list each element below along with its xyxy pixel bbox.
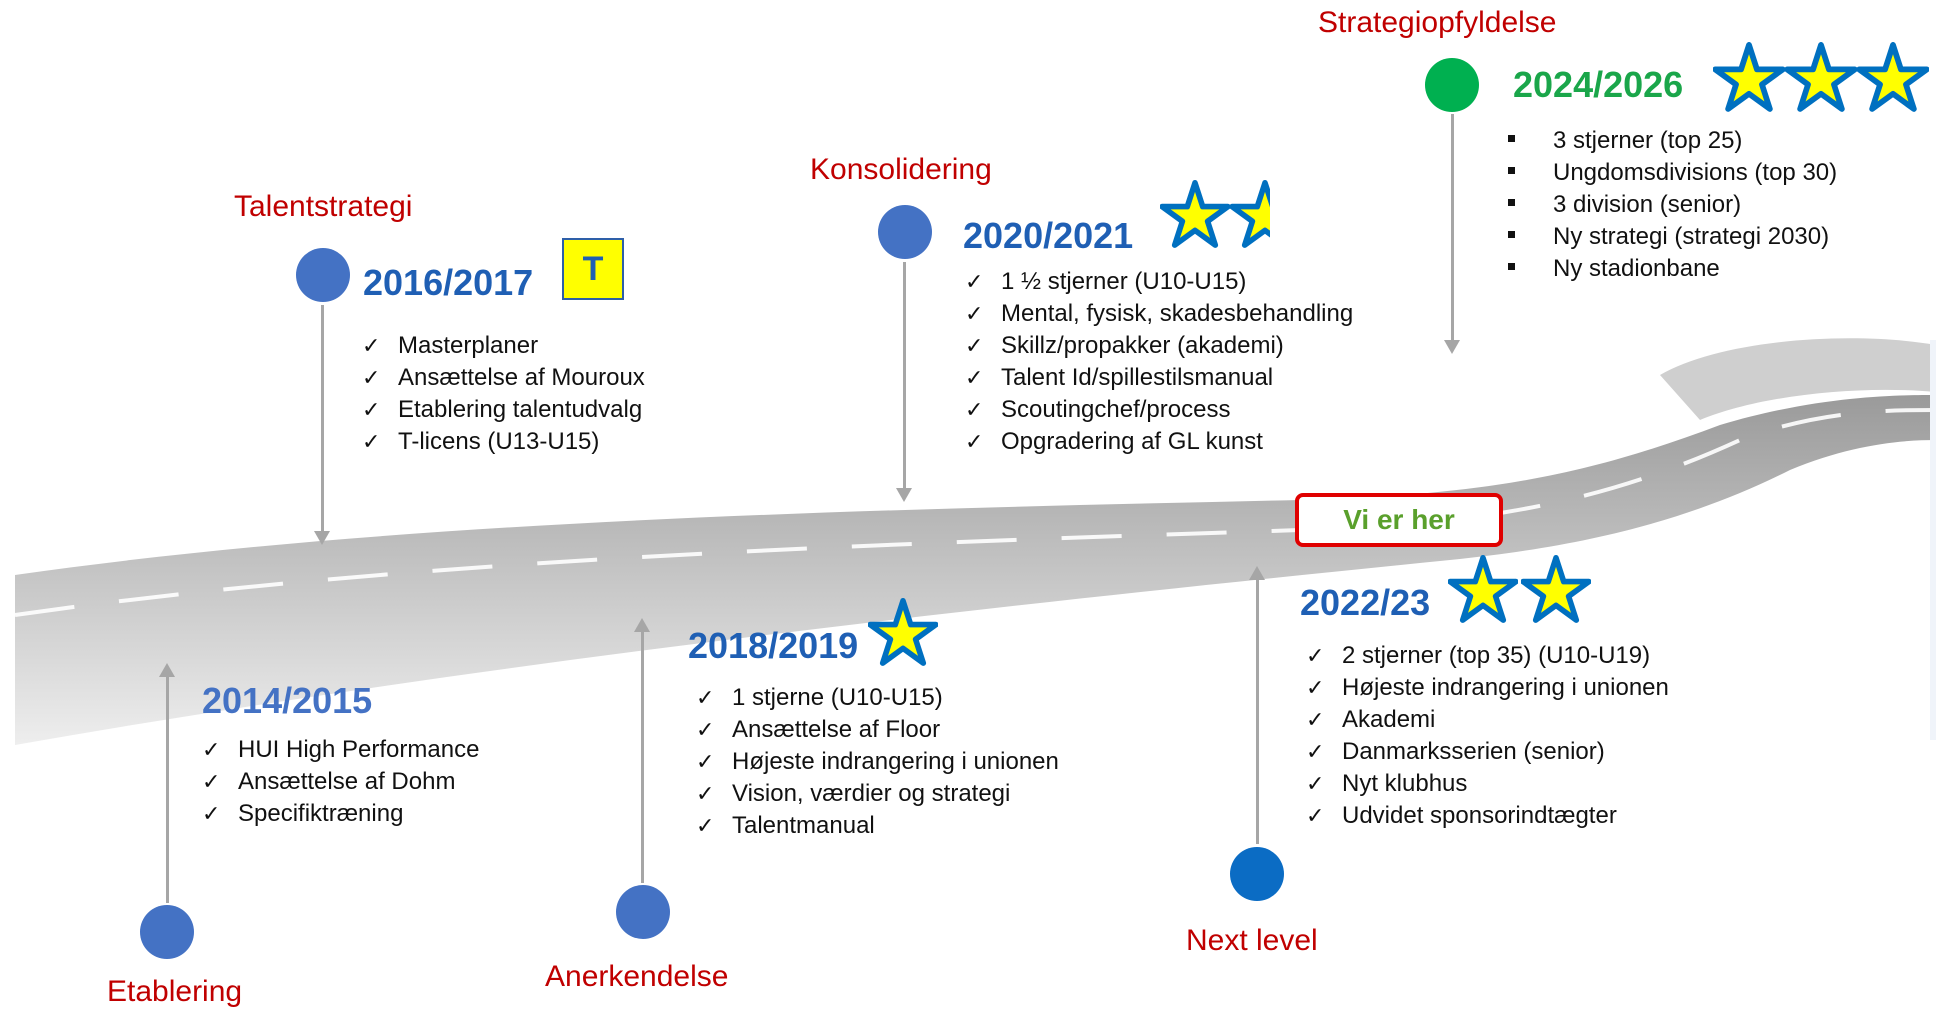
- list-item: Vision, værdier og strategi: [696, 778, 1059, 810]
- list-item: Etablering talentudvalg: [362, 394, 645, 426]
- list-item: Masterplaner: [362, 330, 645, 362]
- milestone-list-2024: 3 stjerner (top 25) Ungdomsdivisions (to…: [1502, 125, 1837, 285]
- milestone-list-2016: Masterplaner Ansættelse af Mouroux Etabl…: [362, 330, 645, 458]
- arrow-down-2024: [1444, 114, 1460, 354]
- list-item: HUI High Performance: [202, 734, 479, 766]
- milestone-dot-2024: [1425, 58, 1479, 112]
- talent-badge: T: [562, 238, 624, 300]
- arrow-up-2022: [1249, 566, 1265, 844]
- list-item: Ansættelse af Dohm: [202, 766, 479, 798]
- arrow-up-2018: [634, 618, 650, 883]
- star-icon: [1448, 555, 1518, 623]
- list-item: Mental, fysisk, skadesbehandling: [965, 298, 1353, 330]
- year-2014-2015: 2014/2015: [202, 680, 373, 721]
- list-item: T-licens (U13-U15): [362, 426, 645, 458]
- list-item: Ansættelse af Floor: [696, 714, 1059, 746]
- star-icon: [1857, 42, 1929, 112]
- list-item: Talent Id/spillestilsmanual: [965, 362, 1353, 394]
- list-item: Talentmanual: [696, 810, 1059, 842]
- phase-title-etablering: Etablering: [107, 975, 243, 1008]
- star-icon: [868, 598, 938, 666]
- phase-title-konsolidering: Konsolidering: [810, 153, 992, 186]
- list-item: Ungdomsdivisions (top 30): [1502, 157, 1837, 189]
- half-star-icon: [1230, 180, 1270, 250]
- list-item: 1 stjerne (U10-U15): [696, 682, 1059, 714]
- arrow-down-2016: [314, 305, 330, 545]
- milestone-dot-2022: [1230, 847, 1284, 901]
- milestone-dot-2018: [616, 885, 670, 939]
- list-item: Ny stadionbane: [1502, 253, 1837, 285]
- milestone-dot-2014: [140, 905, 194, 959]
- phase-title-talentstrategi: Talentstrategi: [234, 190, 413, 223]
- list-item: Akademi: [1306, 704, 1669, 736]
- milestone-list-2014: HUI High Performance Ansættelse af Dohm …: [202, 734, 479, 830]
- star-icon: [1160, 180, 1230, 248]
- phase-title-next-level: Next level: [1186, 924, 1318, 957]
- milestone-list-2018: 1 stjerne (U10-U15) Ansættelse af Floor …: [696, 682, 1059, 842]
- list-item: Ansættelse af Mouroux: [362, 362, 645, 394]
- list-item: Specifiktræning: [202, 798, 479, 830]
- milestone-dot-2020: [878, 205, 932, 259]
- milestone-list-2022: 2 stjerner (top 35) (U10-U19) Højeste in…: [1306, 640, 1669, 832]
- list-item: Højeste indrangering i unionen: [1306, 672, 1669, 704]
- list-item: 2 stjerner (top 35) (U10-U19): [1306, 640, 1669, 672]
- list-item: Scoutingchef/process: [965, 394, 1353, 426]
- phase-title-strategiopfyldelse: Strategiopfyldelse: [1318, 6, 1557, 39]
- star-icon: [1521, 555, 1591, 623]
- list-item: Højeste indrangering i unionen: [696, 746, 1059, 778]
- year-2024-2026: 2024/2026: [1513, 64, 1684, 105]
- arrow-down-2020: [896, 262, 912, 502]
- list-item: Danmarksserien (senior): [1306, 736, 1669, 768]
- year-2022-23: 2022/23: [1300, 582, 1431, 623]
- milestone-list-2020: 1 ½ stjerner (U10-U15) Mental, fysisk, s…: [965, 266, 1353, 458]
- list-item: Skillz/propakker (akademi): [965, 330, 1353, 362]
- list-item: 3 stjerner (top 25): [1502, 125, 1837, 157]
- list-item: Nyt klubhus: [1306, 768, 1669, 800]
- arrow-up-2014: [159, 663, 175, 903]
- list-item: Ny strategi (strategi 2030): [1502, 221, 1837, 253]
- list-item: Opgradering af GL kunst: [965, 426, 1353, 458]
- year-2016-2017: 2016/2017: [363, 262, 534, 303]
- list-item: 1 ½ stjerner (U10-U15): [965, 266, 1353, 298]
- phase-title-anerkendelse: Anerkendelse: [545, 960, 729, 993]
- year-2020-2021: 2020/2021: [963, 215, 1134, 256]
- star-icon: [1713, 42, 1785, 112]
- list-item: 3 division (senior): [1502, 189, 1837, 221]
- star-icon: [1785, 42, 1857, 112]
- current-position-marker: Vi er her: [1295, 493, 1503, 547]
- list-item: Udvidet sponsorindtægter: [1306, 800, 1669, 832]
- milestone-dot-2016: [296, 248, 350, 302]
- year-2018-2019: 2018/2019: [688, 625, 859, 666]
